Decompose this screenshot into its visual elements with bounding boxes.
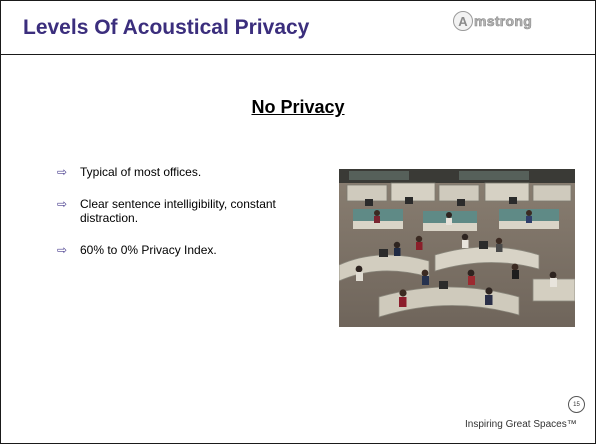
page-number: 15 xyxy=(568,396,585,413)
hollow-right-arrow-icon: ⇨ xyxy=(57,243,68,257)
bullet-text: Clear sentence intelligibility, constant… xyxy=(80,197,276,225)
bullet-list: ⇨ Typical of most offices. ⇨ Clear sente… xyxy=(57,165,327,275)
logo-text: mstrong xyxy=(474,13,533,30)
bullet-text: Typical of most offices. xyxy=(80,165,202,179)
bullet-item: ⇨ Typical of most offices. xyxy=(57,165,327,179)
bullet-text: 60% to 0% Privacy Index. xyxy=(80,243,217,257)
logo-a-icon: A xyxy=(453,11,473,31)
slide-subtitle: No Privacy xyxy=(251,97,345,117)
armstrong-logo: A mstrong xyxy=(453,9,575,33)
footer-tagline: Inspiring Great Spaces™ xyxy=(465,419,577,430)
slide-header: Levels Of Acoustical Privacy A mstrong xyxy=(1,1,595,55)
hollow-right-arrow-icon: ⇨ xyxy=(57,165,68,179)
bullet-item: ⇨ 60% to 0% Privacy Index. xyxy=(57,243,327,257)
open-plan-office-photo xyxy=(339,169,575,327)
bullet-item: ⇨ Clear sentence intelligibility, consta… xyxy=(57,197,327,225)
slide-title: Levels Of Acoustical Privacy xyxy=(23,16,310,39)
hollow-right-arrow-icon: ⇨ xyxy=(57,197,68,211)
